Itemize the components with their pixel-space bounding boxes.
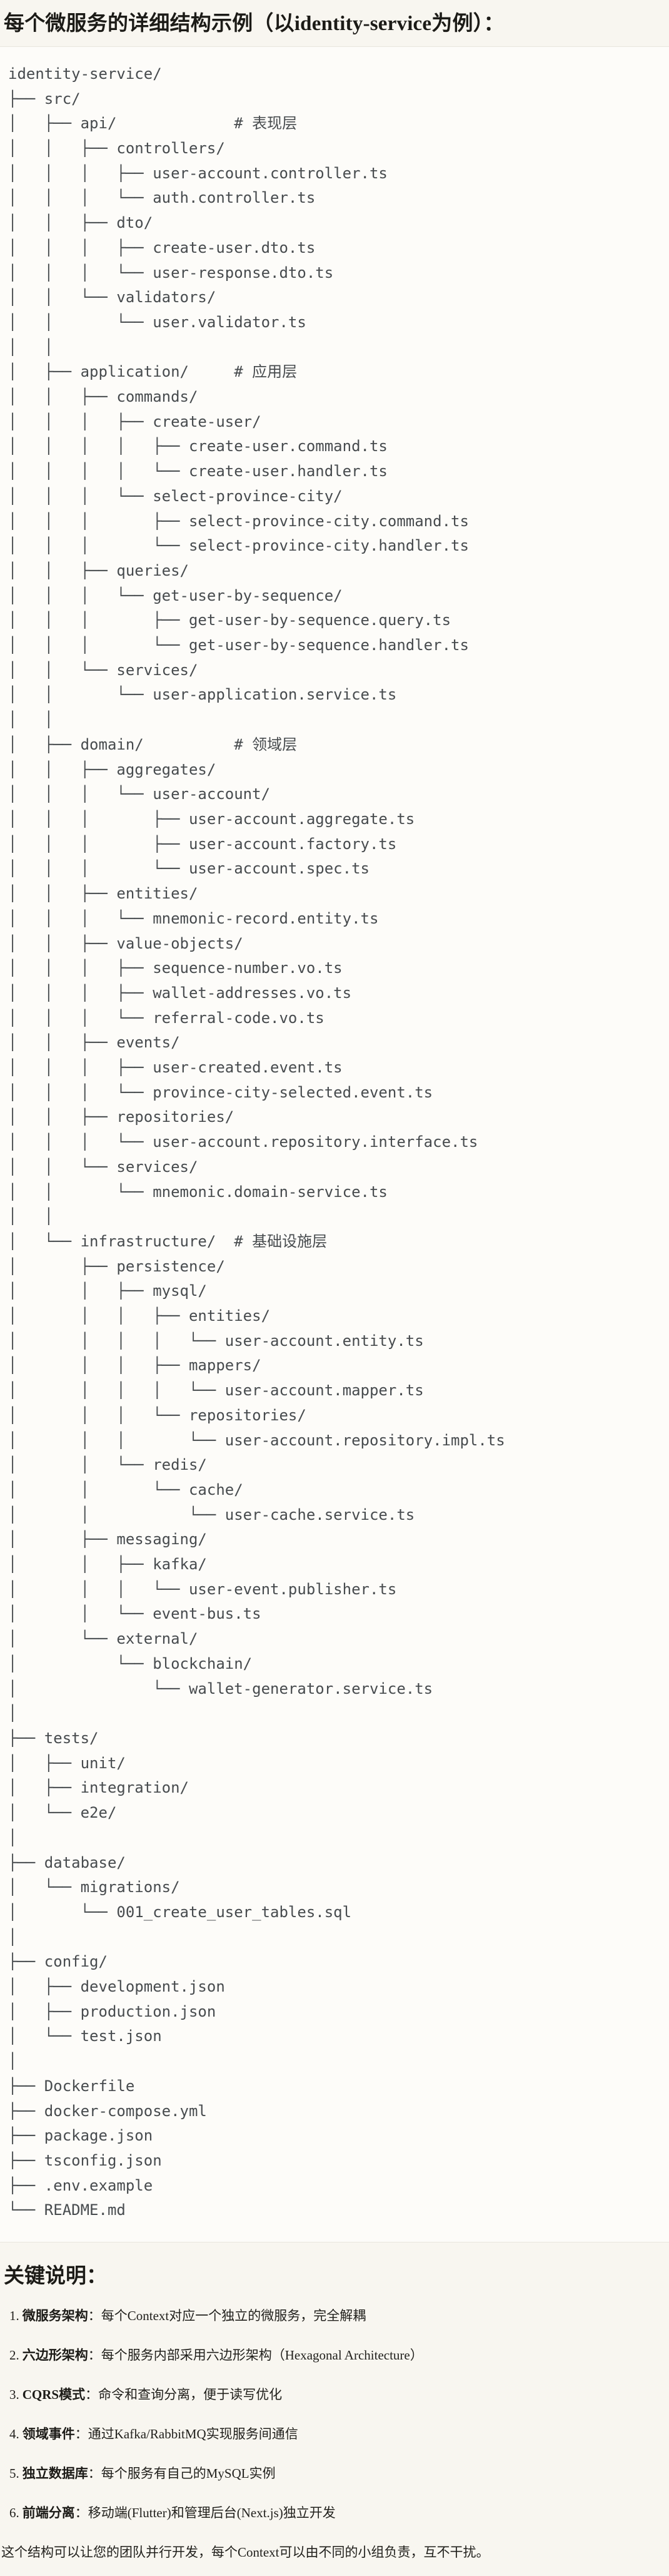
list-item-label: 六边形架构 xyxy=(22,2348,88,2363)
list-item-number: 2. xyxy=(9,2348,19,2363)
list-item: 2.六边形架构：每个服务内部采用六边形架构（Hexagonal Architec… xyxy=(4,2346,665,2365)
list-item-label: 前端分离 xyxy=(22,2505,75,2521)
list-item-label: CQRS模式 xyxy=(22,2387,86,2403)
list-item: 5.独立数据库：每个服务有自己的MySQL实例 xyxy=(4,2464,665,2483)
list-item: 3.CQRS模式：命令和查询分离，便于读写优化 xyxy=(4,2385,665,2405)
directory-tree-code-block: identity-service/ ├── src/ │ ├── api/ # … xyxy=(0,46,669,2243)
notes-heading: 关键说明： xyxy=(4,2265,107,2288)
notes-list: 1.微服务架构：每个Context对应一个独立的微服务，完全解耦 2.六边形架构… xyxy=(4,2306,665,2523)
list-item-number: 4. xyxy=(9,2426,19,2442)
list-item: 6.前端分离：移动端(Flutter)和管理后台(Next.js)独立开发 xyxy=(4,2503,665,2523)
list-item-number: 3. xyxy=(9,2387,19,2403)
list-item-text: ：每个服务有自己的MySQL实例 xyxy=(88,2466,276,2482)
list-item-number: 6. xyxy=(9,2505,19,2521)
list-item-text: ：移动端(Flutter)和管理后台(Next.js)独立开发 xyxy=(74,2505,336,2521)
list-item-number: 1. xyxy=(9,2308,19,2324)
list-item: 1.微服务架构：每个Context对应一个独立的微服务，完全解耦 xyxy=(4,2306,665,2326)
list-item-number: 5. xyxy=(9,2466,19,2482)
list-item-text: ：每个服务内部采用六边形架构（Hexagonal Architecture） xyxy=(88,2348,423,2363)
list-item-text: ：每个Context对应一个独立的微服务，完全解耦 xyxy=(88,2308,366,2324)
list-item-label: 领域事件 xyxy=(22,2426,75,2442)
list-item-label: 独立数据库 xyxy=(22,2466,88,2482)
list-item: 4.领域事件：通过Kafka/RabbitMQ实现服务间通信 xyxy=(4,2425,665,2444)
page-title: 每个微服务的详细结构示例（以identity-service为例）： xyxy=(4,13,505,35)
closing-paragraph: 这个结构可以让您的团队并行开发，每个Context可以由不同的小组负责，互不干扰… xyxy=(1,2545,490,2560)
list-item-text: ：命令和查询分离，便于读写优化 xyxy=(85,2387,283,2403)
list-item-text: ：通过Kafka/RabbitMQ实现服务间通信 xyxy=(74,2426,298,2442)
list-item-label: 微服务架构 xyxy=(22,2308,88,2324)
